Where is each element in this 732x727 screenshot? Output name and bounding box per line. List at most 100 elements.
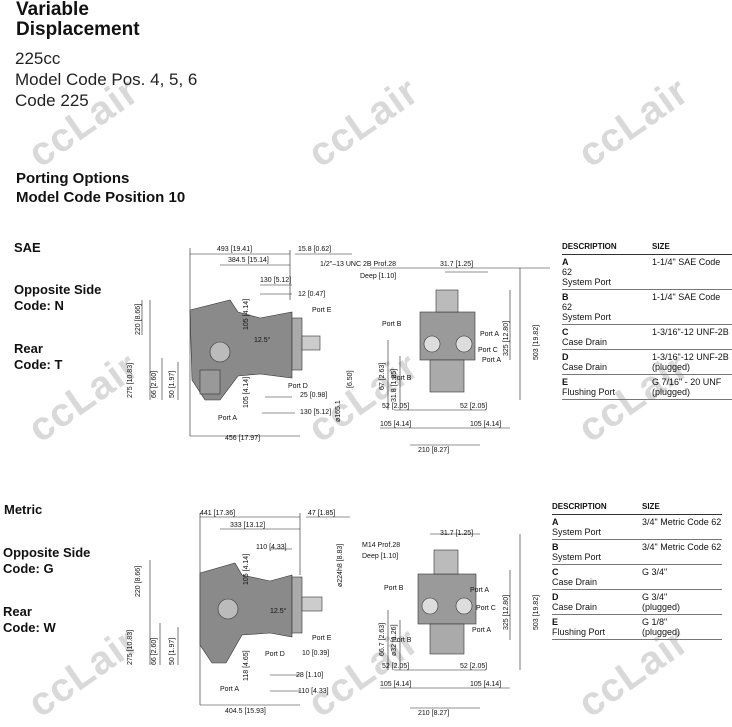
row-letter: A xyxy=(552,517,559,527)
row-letter: A xyxy=(562,257,569,267)
dim-105c: 105 [4.14] xyxy=(380,421,411,428)
sae-side-view-drawing: 493 [19.41] 15.8 [0.62] 384.5 [15.14] 13… xyxy=(127,246,354,442)
sae-thread-spec: 1/2"–13 UNC 2B Prof.28 xyxy=(320,261,396,268)
metric-front-view-drawing: M14 Prof.28 Deep [1.10] 31.7 [1.25] Port… xyxy=(362,530,540,717)
row-letter: E xyxy=(562,377,569,387)
row-line: Case Drain xyxy=(552,602,598,612)
row-letter: B xyxy=(552,542,559,552)
title-line-2: Displacement xyxy=(16,19,140,40)
dim-220: 220 [8.66] xyxy=(135,304,142,335)
dim-165: ø165.1 xyxy=(335,400,342,422)
metric-port-a-lower: Port A xyxy=(472,627,491,634)
dim-50: 50 [1.97] xyxy=(169,371,176,398)
metric-table-desc-header: DESCRIPTION xyxy=(552,502,642,515)
sae-port-b-upper: Port B xyxy=(382,321,402,328)
metric-dim-325: 325 [12.80] xyxy=(503,595,510,630)
dim-15: 15.8 [0.62] xyxy=(298,246,331,253)
dim-31a: 31.7 [1.25] xyxy=(440,261,473,268)
dim-12: 12 [0.47] xyxy=(298,291,325,298)
sae-port-a-upper: Port A xyxy=(480,331,499,338)
dim-210: 210 [8.27] xyxy=(418,447,449,454)
row-line: Case Drain xyxy=(562,337,608,347)
dim-325: 325 [12.80] xyxy=(503,321,510,356)
watermark: ccLair xyxy=(300,68,427,177)
watermark: ccLair xyxy=(570,68,697,177)
row-line: System Port xyxy=(552,552,602,562)
metric-dim-31: 31.7 [1.25] xyxy=(440,530,473,537)
dim-384: 384.5 [15.14] xyxy=(228,257,269,264)
row-line: 62 xyxy=(562,302,573,312)
row-line: Flushing Port xyxy=(562,387,616,397)
sae-thread-deep: Deep [1.10] xyxy=(360,273,396,280)
dim-angle: 12.5° xyxy=(254,336,271,344)
row-size: 1-1/4" SAE Code xyxy=(652,257,721,267)
dim-503: 503 [19.82] xyxy=(533,325,540,360)
dim-66: 66 [2.60] xyxy=(151,371,158,398)
row-line: System Port xyxy=(562,277,612,287)
sae-port-e: Port E xyxy=(312,307,332,314)
metric-dim-220: 220 [8.66] xyxy=(135,566,142,597)
sae-port-b-lower: Port B xyxy=(392,375,412,382)
row-letter: C xyxy=(562,327,569,337)
row-letter: D xyxy=(562,352,569,362)
metric-dim-66b: 66.7 [2.63] xyxy=(379,623,386,656)
dim-105-bottom: 105 [4.14] xyxy=(243,377,250,408)
displacement-value: 225cc xyxy=(15,49,61,68)
sae-table-desc-header: DESCRIPTION xyxy=(562,242,652,255)
dim-441: 441 [17.36] xyxy=(200,510,235,517)
row-line: Flushing Port xyxy=(552,627,606,637)
dim-105-top: 105 [4.14] xyxy=(243,299,250,330)
metric-dim-503: 503 [19.82] xyxy=(533,595,540,630)
metric-thread-spec: M14 Prof.28 xyxy=(362,542,400,549)
metric-table-size-header: SIZE xyxy=(642,502,722,515)
dim-110b: 110 [4.33] xyxy=(298,688,329,695)
sae-port-c: Port C xyxy=(478,347,498,354)
metric-dim-105c: 105 [4.14] xyxy=(380,681,411,688)
dim-32: ø32 [1.26] xyxy=(391,624,398,656)
metric-thread-deep: Deep [1.10] xyxy=(362,553,398,560)
metric-dim-105: 105 [4.14] xyxy=(243,554,250,585)
metric-dim-52b: 52 [2.05] xyxy=(460,663,487,670)
dim-493: 493 [19.41] xyxy=(217,246,252,253)
row-line: System Port xyxy=(562,312,612,322)
dim-52b: 52 [2.05] xyxy=(460,403,487,410)
metric-dim-50: 50 [1.97] xyxy=(169,638,176,665)
dim-28: 28 [1.10] xyxy=(296,672,323,679)
sae-heading: SAE xyxy=(14,240,41,255)
sae-rear-code: Code: T xyxy=(14,357,63,372)
row-size: 1-3/16"-12 UNF-2B xyxy=(652,352,729,362)
metric-dim-275: 275 [10.83] xyxy=(127,630,134,665)
metric-dim-angle: 12.5° xyxy=(270,607,287,615)
row-size-note: (plugged) xyxy=(642,627,681,637)
dim-31b: 31.8 [1.25] xyxy=(391,369,398,402)
row-size: 1-3/16"-12 UNF-2B xyxy=(652,327,729,337)
metric-dim-52a: 52 [2.05] xyxy=(382,663,409,670)
metric-dim-105d: 105 [4.14] xyxy=(470,681,501,688)
metric-port-b-lower: Port B xyxy=(392,637,412,644)
porting-title-1: Porting Options xyxy=(16,170,130,187)
dim-130b: 130 [5.12] xyxy=(300,409,331,416)
sae-rear: Rear xyxy=(14,341,43,356)
metric-port-a-upper: Port A xyxy=(470,587,489,594)
metric-port-b-upper: Port B xyxy=(384,585,404,592)
sae-opposite-side: Opposite Side xyxy=(14,282,102,297)
row-letter: B xyxy=(562,292,569,302)
metric-opposite-side: Opposite Side xyxy=(3,545,91,560)
dim-10: 10 [0.39] xyxy=(302,650,329,657)
row-size: 3/4" Metric Code 62 xyxy=(642,542,722,552)
row-size-note: (plugged) xyxy=(642,602,681,612)
metric-heading: Metric xyxy=(4,502,43,517)
metric-dim-210: 210 [8.27] xyxy=(418,710,449,717)
dim-6: [6.50] xyxy=(347,370,354,388)
row-size: 3/4" Metric Code 62 xyxy=(642,517,722,527)
dim-404: 404.5 [15.93] xyxy=(225,708,266,715)
